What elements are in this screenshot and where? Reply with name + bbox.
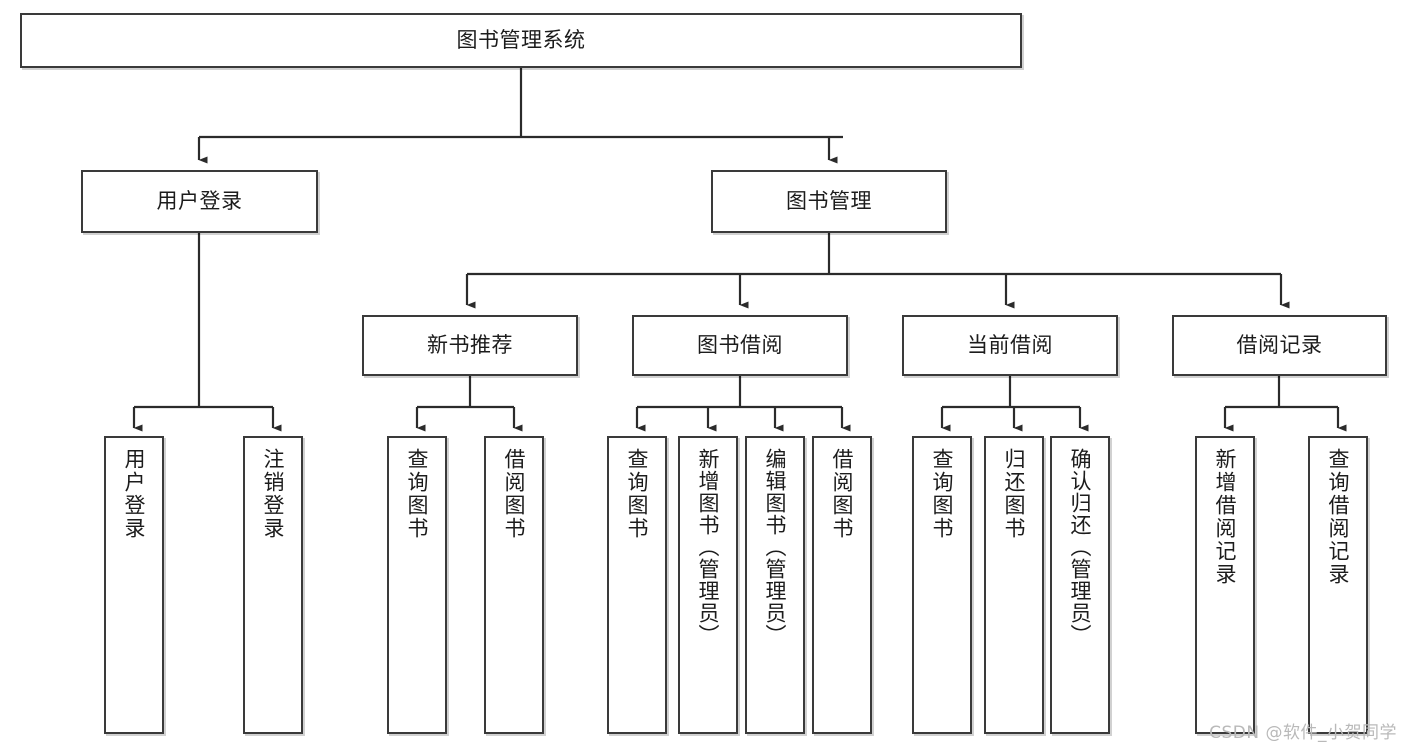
edges-newbook-to-leaves — [415, 376, 523, 432]
node-user-login[interactable]: 用户登录 — [81, 170, 318, 233]
node-leaf-borrow-book-rec[interactable]: 借阅图书 — [484, 436, 544, 734]
node-leaf-edit-book-label: 编辑图书（管理员） — [763, 448, 788, 646]
node-leaf-add-book-label: 新增图书（管理员） — [696, 448, 721, 646]
node-leaf-add-record[interactable]: 新增借阅记录 — [1195, 436, 1255, 734]
edges-borrowrecord-to-leaves — [1223, 376, 1347, 432]
node-current-borrow[interactable]: 当前借阅 — [902, 315, 1118, 376]
node-book-management[interactable]: 图书管理 — [711, 170, 947, 233]
node-leaf-borrow-book-rec-label: 借阅图书 — [502, 448, 527, 540]
node-leaf-query-book-rec-label: 查询图书 — [405, 448, 430, 540]
csdn-watermark: CSDN @软件_小贺同学 — [1209, 723, 1397, 743]
node-leaf-query-book-rec[interactable]: 查询图书 — [387, 436, 447, 734]
edges-root-to-level2 — [197, 68, 843, 164]
node-leaf-add-record-label: 新增借阅记录 — [1213, 448, 1238, 586]
edges-bookborrow-to-leaves — [635, 376, 851, 432]
node-leaf-query-book-cur-label: 查询图书 — [930, 448, 955, 540]
node-leaf-borrow-book-label: 借阅图书 — [830, 448, 855, 540]
node-book-borrow[interactable]: 图书借阅 — [632, 315, 848, 376]
node-book-management-label: 图书管理 — [786, 188, 872, 213]
node-leaf-logout[interactable]: 注销登录 — [243, 436, 303, 734]
edges-currentborrow-to-leaves — [940, 376, 1089, 432]
node-leaf-query-book-cur[interactable]: 查询图书 — [912, 436, 972, 734]
node-leaf-return-book-label: 归还图书 — [1002, 448, 1027, 540]
node-leaf-user-login[interactable]: 用户登录 — [104, 436, 164, 734]
node-borrow-record-label: 借阅记录 — [1236, 332, 1323, 357]
node-leaf-logout-label: 注销登录 — [261, 448, 286, 540]
node-leaf-query-record[interactable]: 查询借阅记录 — [1308, 436, 1368, 734]
node-book-borrow-label: 图书借阅 — [697, 332, 783, 357]
node-leaf-add-book[interactable]: 新增图书（管理员） — [678, 436, 738, 734]
node-user-login-label: 用户登录 — [156, 188, 243, 213]
node-leaf-edit-book[interactable]: 编辑图书（管理员） — [745, 436, 805, 734]
node-leaf-confirm-return-label: 确认归还（管理员） — [1068, 448, 1093, 646]
node-root[interactable]: 图书管理系统 — [20, 13, 1022, 68]
node-root-label: 图书管理系统 — [456, 27, 586, 52]
node-leaf-return-book[interactable]: 归还图书 — [984, 436, 1044, 734]
node-current-borrow-label: 当前借阅 — [967, 332, 1053, 357]
node-leaf-query-record-label: 查询借阅记录 — [1326, 448, 1351, 586]
node-leaf-confirm-return[interactable]: 确认归还（管理员） — [1050, 436, 1110, 734]
node-new-book-recommend[interactable]: 新书推荐 — [362, 315, 578, 376]
edges-bookmgmt-to-level3 — [465, 233, 1290, 309]
node-leaf-query-book[interactable]: 查询图书 — [607, 436, 667, 734]
node-leaf-borrow-book[interactable]: 借阅图书 — [812, 436, 872, 734]
node-borrow-record[interactable]: 借阅记录 — [1172, 315, 1387, 376]
node-leaf-query-book-label: 查询图书 — [625, 448, 650, 540]
node-leaf-user-login-label: 用户登录 — [122, 448, 147, 540]
edges-userlogin-to-leaves — [132, 233, 282, 432]
node-new-book-recommend-label: 新书推荐 — [427, 332, 513, 357]
